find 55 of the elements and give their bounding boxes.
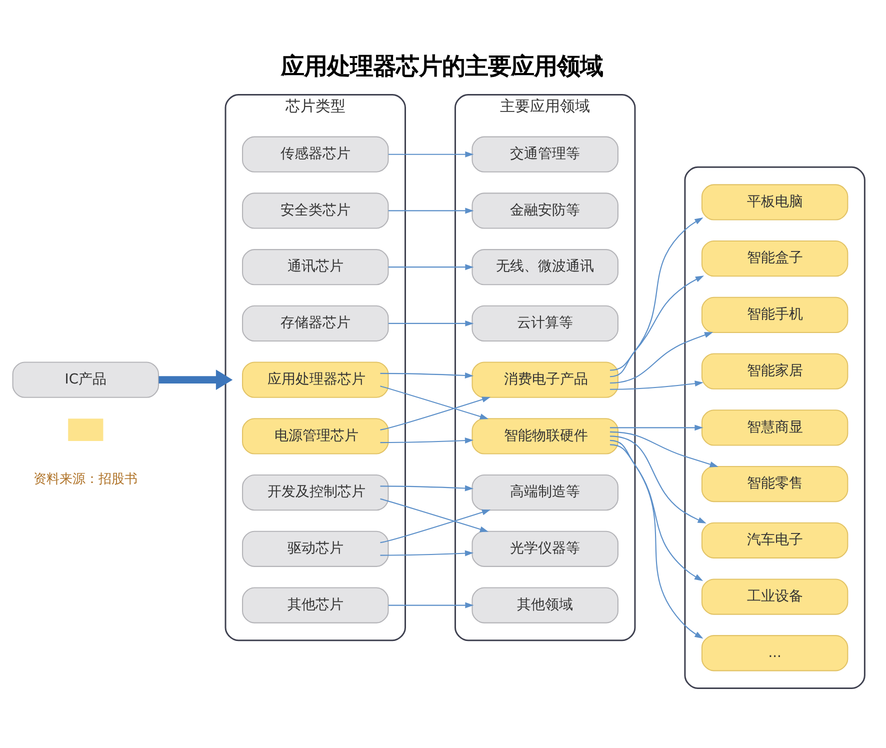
node-box: ...	[701, 634, 848, 671]
arrow	[610, 216, 704, 370]
arrow	[380, 385, 489, 419]
arrow	[380, 437, 474, 443]
arrow	[610, 444, 704, 638]
arrow	[380, 396, 491, 430]
node-box: 电源管理芯片	[242, 418, 389, 454]
diagram-title: 应用处理器芯片的主要应用领域	[280, 52, 603, 80]
arrow	[388, 150, 474, 157]
arrow	[388, 320, 474, 326]
node-box	[68, 418, 104, 440]
node-box: 交通管理等	[472, 136, 618, 172]
node-box: 光学仪器等	[472, 530, 618, 566]
node-box: 传感器芯片	[242, 136, 389, 172]
arrow	[388, 264, 474, 270]
node-box: IC产品	[12, 361, 160, 398]
label: 资料来源：招股书	[34, 472, 138, 487]
arrow	[610, 275, 704, 377]
node-box: 存储器芯片	[242, 304, 389, 342]
node-box: 智慧商显	[701, 409, 848, 446]
node-box: 汽车电子	[701, 522, 848, 558]
node-box: 智能盒子	[701, 240, 848, 276]
cluster	[684, 166, 866, 688]
node-box: 应用处理器芯片	[242, 361, 389, 398]
node-box: 金融安防等	[472, 192, 618, 228]
arrow	[380, 498, 489, 532]
arrow	[158, 369, 233, 390]
node-box: 智能零售	[701, 465, 848, 502]
node-box: 驱动芯片	[242, 530, 389, 566]
node-box: 智能家居	[701, 352, 848, 389]
node-box: 平板电脑	[701, 184, 848, 220]
node-box: 智能手机	[701, 296, 848, 333]
node-box: 安全类芯片	[242, 192, 389, 228]
arrow	[610, 435, 706, 523]
arrow	[388, 207, 474, 214]
arrow	[610, 380, 704, 390]
node-box: 通讯芯片	[242, 248, 389, 285]
node-box: 工业设备	[701, 578, 848, 614]
arrow	[610, 439, 704, 580]
arrow	[380, 508, 491, 543]
node-box: 其他领域	[472, 586, 618, 623]
node-box: 其他芯片	[242, 586, 389, 623]
arrow	[380, 484, 474, 491]
node-box: 高端制造等	[472, 474, 618, 510]
arrow	[388, 602, 474, 608]
node-box: 开发及控制芯片	[242, 474, 389, 510]
arrow	[610, 430, 718, 467]
node-box: 消费电子产品	[472, 361, 618, 398]
arrow	[610, 424, 704, 430]
node-box: 云计算等	[472, 304, 618, 342]
arrow	[610, 332, 714, 384]
arrow	[380, 550, 474, 556]
arrow	[380, 372, 474, 378]
node-box: 智能物联硬件	[472, 418, 618, 454]
node-box: 无线、微波通讯	[472, 248, 618, 285]
